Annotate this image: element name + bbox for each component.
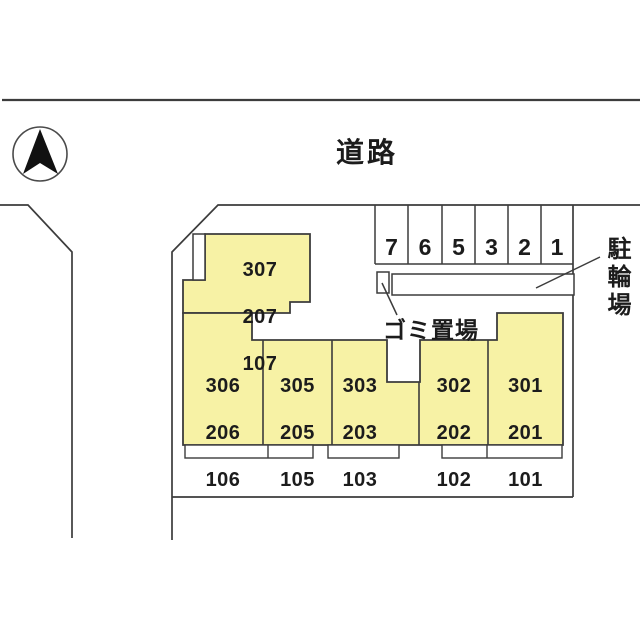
bike-parking-label: 駐輪場	[603, 236, 630, 320]
unit-201: 201	[508, 421, 543, 444]
parking-space-2: 2	[518, 233, 531, 260]
road-label: 道路	[336, 137, 399, 168]
unit-303: 303	[342, 374, 378, 397]
unit-stack-3: 303 203 103	[326, 351, 394, 516]
unit-stack-1: 301 201 101	[488, 351, 563, 516]
parking-stall-lines	[374, 205, 573, 265]
parking-space-1: 1	[550, 233, 564, 260]
unit-306: 306	[205, 374, 241, 397]
unit-103: 103	[342, 468, 378, 491]
unit-stack-6: 306 206 106	[183, 351, 263, 516]
unit-307: 307	[242, 258, 278, 281]
west-boundary-line	[0, 204, 73, 538]
parking-space-3: 3	[485, 233, 498, 260]
unit-203: 203	[342, 421, 378, 444]
unit-stack-2: 302 202 102	[420, 351, 488, 516]
garbage-pointer-line	[381, 282, 398, 316]
parking-space-6: 6	[418, 233, 432, 260]
entrance-notch	[192, 233, 206, 281]
unit-105: 105	[280, 468, 315, 491]
unit-stack-7: 307 207 107	[205, 235, 315, 400]
parking-space-7: 7	[385, 233, 398, 260]
garbage-box	[376, 271, 390, 294]
unit-206: 206	[205, 421, 241, 444]
unit-305: 305	[280, 374, 315, 397]
balcony-strips	[184, 444, 563, 459]
garbage-area-label: ゴミ置場	[383, 317, 479, 343]
unit-stack-5: 305 205 105	[263, 351, 332, 516]
unit-102: 102	[436, 468, 472, 491]
unit-106: 106	[205, 468, 241, 491]
bicycle-parking-rack	[391, 273, 575, 296]
unit-101: 101	[508, 468, 543, 491]
unit-202: 202	[436, 421, 472, 444]
unit-107: 107	[242, 352, 278, 375]
unit-301: 301	[508, 374, 543, 397]
building-lower-mass	[182, 312, 564, 446]
unit-divider-lines	[262, 340, 489, 445]
parking-space-5: 5	[452, 233, 465, 260]
unit-302: 302	[436, 374, 472, 397]
bike-parking-pointer-line	[535, 256, 601, 289]
site-north-boundary-line	[171, 204, 640, 540]
unit-207: 207	[242, 305, 278, 328]
north-compass-icon	[12, 126, 68, 182]
unit-205: 205	[280, 421, 315, 444]
